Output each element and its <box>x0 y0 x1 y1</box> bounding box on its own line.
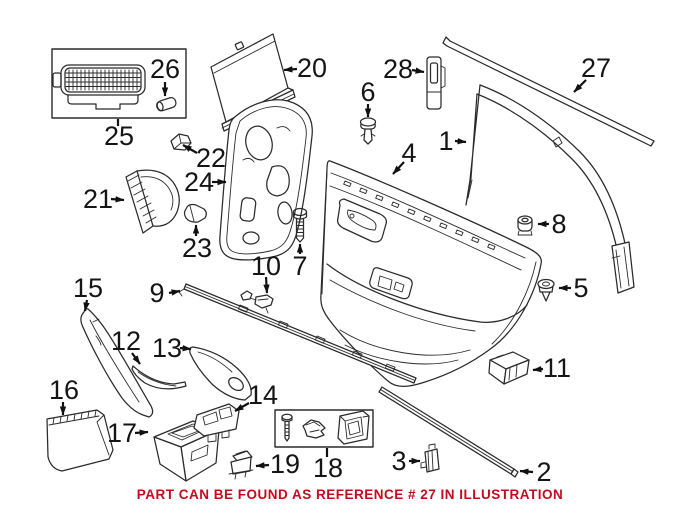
callout-27-label: 27 <box>581 53 611 83</box>
part-12-trim-sliver-art <box>131 365 187 390</box>
callout-11-label: 11 <box>543 353 571 383</box>
part-18-hardware-kit-art <box>274 409 374 448</box>
part-22-clip-art <box>170 133 192 151</box>
callout-9-arrow <box>168 289 181 296</box>
part-3-end-clip-art <box>420 443 440 473</box>
callout-1-arrow <box>454 138 467 145</box>
callout-17-label: 17 <box>107 418 137 448</box>
callout-23-label: 23 <box>182 233 212 263</box>
part-17-armrest-grip-art <box>153 420 220 482</box>
callout-13-label: 13 <box>152 333 182 363</box>
callout-14-label: 14 <box>248 380 278 410</box>
part-16-corner-trim-art <box>46 409 114 472</box>
callout-20-arrow <box>283 66 298 73</box>
part-1-window-frame-trim-art <box>465 84 635 294</box>
reference-note: PART CAN BE FOUND AS REFERENCE # 27 IN I… <box>136 487 564 502</box>
callout-12-arrow <box>131 352 141 365</box>
part-27-moulding-strip-art <box>442 36 655 147</box>
callout-6-label: 6 <box>360 77 375 107</box>
part-15-pillar-trim-art <box>80 308 154 418</box>
part-11-bracket-art <box>488 351 530 385</box>
part-5-pin-clip-art <box>537 278 555 302</box>
part-23-cap-art <box>183 203 207 223</box>
callout-7-label: 7 <box>292 251 307 281</box>
callout-21-arrow <box>110 196 125 203</box>
part-2-weatherstrip-art <box>378 386 519 478</box>
part-4-door-panel-art <box>320 160 542 387</box>
part-6-push-pin-art <box>359 117 377 145</box>
part-8-grommet-art <box>517 215 533 236</box>
callout-14-arrow <box>234 402 250 412</box>
callout-3-label: 3 <box>391 446 406 476</box>
callout-19-label: 19 <box>270 449 300 479</box>
callout-19-arrow <box>255 462 270 469</box>
part-21-tweeter-cover-art <box>125 169 180 234</box>
part-13-pull-handle-art <box>189 346 252 401</box>
part-19-window-switch-art <box>228 450 254 480</box>
callout-28-label: 28 <box>383 54 413 84</box>
callout-5-label: 5 <box>573 273 588 303</box>
part-26-socket-art <box>156 97 177 112</box>
callout-16-label: 16 <box>49 375 79 405</box>
callout-2-label: 2 <box>536 457 551 487</box>
callout-25-label: 25 <box>104 121 134 151</box>
callout-20-label: 20 <box>297 53 327 83</box>
callout-10-arrow <box>263 276 270 294</box>
callout-4-arrow <box>392 161 405 175</box>
callout-27-arrow <box>573 79 587 93</box>
callout-8-label: 8 <box>551 209 566 239</box>
callout-11-arrow <box>532 365 544 373</box>
callout-15-label: 15 <box>73 273 103 303</box>
part-24-door-carrier-art <box>219 99 313 261</box>
part-10-strip-clip-art <box>240 290 274 314</box>
callout-15-arrow <box>83 299 90 312</box>
callout-12-label: 12 <box>111 326 141 356</box>
callout-13-arrow <box>179 345 192 352</box>
callout-18-label: 18 <box>313 453 343 483</box>
callout-28-arrow <box>411 67 425 74</box>
callout-1-label: 1 <box>438 126 453 156</box>
part-7-screw-art <box>292 207 308 243</box>
callout-4-label: 4 <box>401 138 416 168</box>
callout-26-label: 26 <box>150 54 180 84</box>
part-9-trim-strip-art <box>178 283 417 384</box>
callout-22-arrow <box>182 144 198 154</box>
callout-9-label: 9 <box>149 278 164 308</box>
callout-24-label: 24 <box>184 167 214 197</box>
callout-22-label: 22 <box>196 143 226 173</box>
part-25-speaker-grille-art <box>51 48 187 119</box>
callout-21-label: 21 <box>83 184 113 214</box>
part-28-clip-art <box>426 56 446 110</box>
callout-10-label: 10 <box>251 251 281 281</box>
part-14-switch-bezel-art <box>193 403 240 443</box>
callout-17-arrow <box>134 429 149 436</box>
callout-2-arrow <box>519 468 534 475</box>
